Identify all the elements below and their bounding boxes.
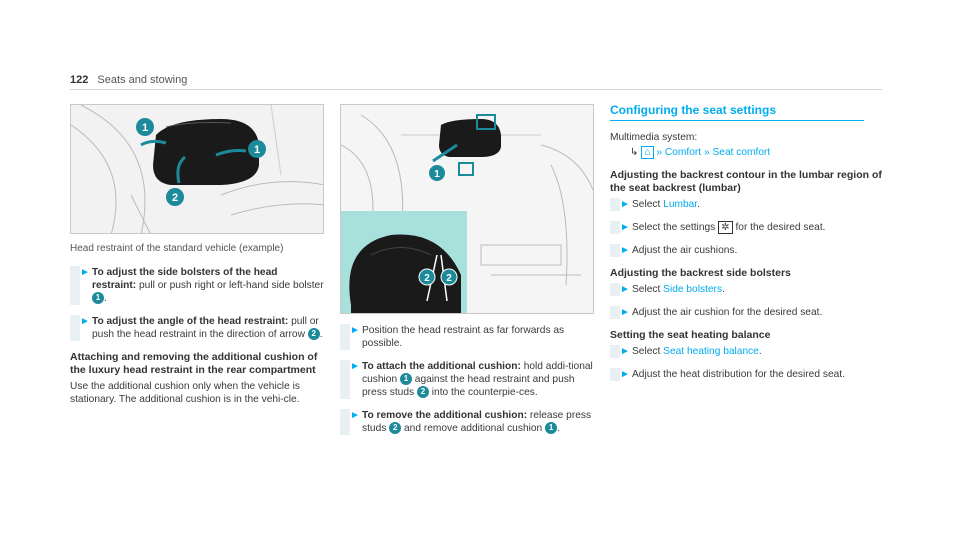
home-icon: ⌂ (641, 146, 654, 159)
head-restraint-illustration: 1 1 2 (71, 105, 323, 233)
path-arrow-icon: ↳ (630, 147, 639, 158)
fig1-label-1: 1 (142, 122, 148, 134)
bullet-arrow-icon: ► (80, 267, 90, 278)
step-select-lumbar: ► Select Lumbar. (610, 198, 882, 211)
chevron-icon: » (656, 147, 663, 158)
step-remove-cushion: ► To remove the additional cushion: rele… (340, 409, 594, 435)
fig1-label-2: 2 (172, 192, 178, 204)
callout-badge: 1 (399, 373, 412, 386)
step-bold: To adjust the side bolsters of the head … (92, 267, 278, 291)
column-3: Configuring the seat settings Multimedia… (610, 104, 882, 391)
bullet-arrow-icon: ► (620, 369, 630, 380)
step-select-settings: ► Select the settings ✲ for the desired … (610, 221, 882, 234)
figure-rear-compartment: 1 2 2 (340, 104, 594, 314)
bullet-arrow-icon: ► (350, 325, 360, 336)
link-lumbar: Lumbar (663, 199, 698, 210)
section-name: Seats and stowing (97, 74, 188, 86)
step-select-heating: ► Select Seat heating balance. (610, 345, 882, 358)
chevron-icon: » (703, 147, 710, 158)
column-1: ► To adjust the side bolsters of the hea… (70, 266, 324, 416)
step-adjust-air-cushion: ► Adjust the air cushion for the desired… (610, 306, 882, 319)
figure-caption: Head restraint of the standard vehicle (… (70, 243, 284, 254)
column-2: ► Position the head restraint as far for… (340, 324, 594, 445)
header-rule (70, 89, 882, 90)
path-seat-comfort: Seat comfort (712, 147, 771, 158)
figure-head-restraint: 1 1 2 (70, 104, 324, 234)
subheading-heating-balance: Setting the seat heating balance (610, 329, 771, 341)
multimedia-label: Multimedia system: (610, 132, 698, 143)
callout-badge: 1 (545, 422, 558, 435)
bullet-arrow-icon: ► (620, 245, 630, 256)
bullet-arrow-icon: ► (350, 410, 360, 421)
step-bold: To adjust the angle of the head restrain… (92, 316, 289, 327)
callout-badge: 2 (389, 422, 402, 435)
rear-compartment-illustration: 1 2 2 (341, 105, 593, 313)
fig2-label-2a: 2 (424, 273, 430, 284)
step-position-head-restraint: ► Position the head restraint as far for… (340, 324, 594, 350)
subheading-cushion: Attaching and removing the additional cu… (70, 351, 318, 376)
bullet-arrow-icon: ► (620, 307, 630, 318)
link-seat-heating-balance: Seat heating balance (663, 346, 759, 357)
subheading-side-bolsters: Adjusting the backrest side bolsters (610, 267, 791, 279)
path-comfort: Comfort (664, 147, 702, 158)
bullet-arrow-icon: ► (80, 316, 90, 327)
bullet-arrow-icon: ► (350, 361, 360, 372)
page-number: 122 (70, 74, 89, 86)
step-select-side-bolsters: ► Select Side bolsters. (610, 283, 882, 296)
fig2-label-1: 1 (434, 169, 440, 180)
link-side-bolsters: Side bolsters (663, 284, 723, 295)
step-attach-cushion: ► To attach the additional cushion: hold… (340, 360, 594, 399)
bullet-arrow-icon: ► (620, 199, 630, 210)
subheading-lumbar: Adjusting the backrest contour in the lu… (610, 169, 882, 194)
step-adjust-air: ► Adjust the air cushions. (610, 244, 882, 257)
step-adjust-side-bolsters: ► To adjust the side bolsters of the hea… (70, 266, 324, 305)
menu-path: ↳ ⌂ » Comfort » Seat comfort (630, 146, 882, 159)
settings-icon: ✲ (718, 221, 733, 234)
section-title: Configuring the seat settings (610, 104, 864, 121)
bullet-arrow-icon: ► (620, 284, 630, 295)
paragraph-cushion: Use the additional cushion only when the… (70, 381, 300, 405)
callout-badge: 1 (92, 292, 104, 305)
fig2-label-2b: 2 (446, 273, 452, 284)
callout-badge: 2 (307, 328, 320, 341)
bullet-arrow-icon: ► (620, 346, 630, 357)
step-adjust-heat: ► Adjust the heat distribution for the d… (610, 368, 882, 381)
step-adjust-angle: ► To adjust the angle of the head restra… (70, 315, 324, 341)
fig1-label-1b: 1 (254, 144, 260, 156)
page-header: 122 Seats and stowing (70, 74, 187, 86)
callout-badge: 2 (416, 386, 429, 399)
bullet-arrow-icon: ► (620, 222, 630, 233)
